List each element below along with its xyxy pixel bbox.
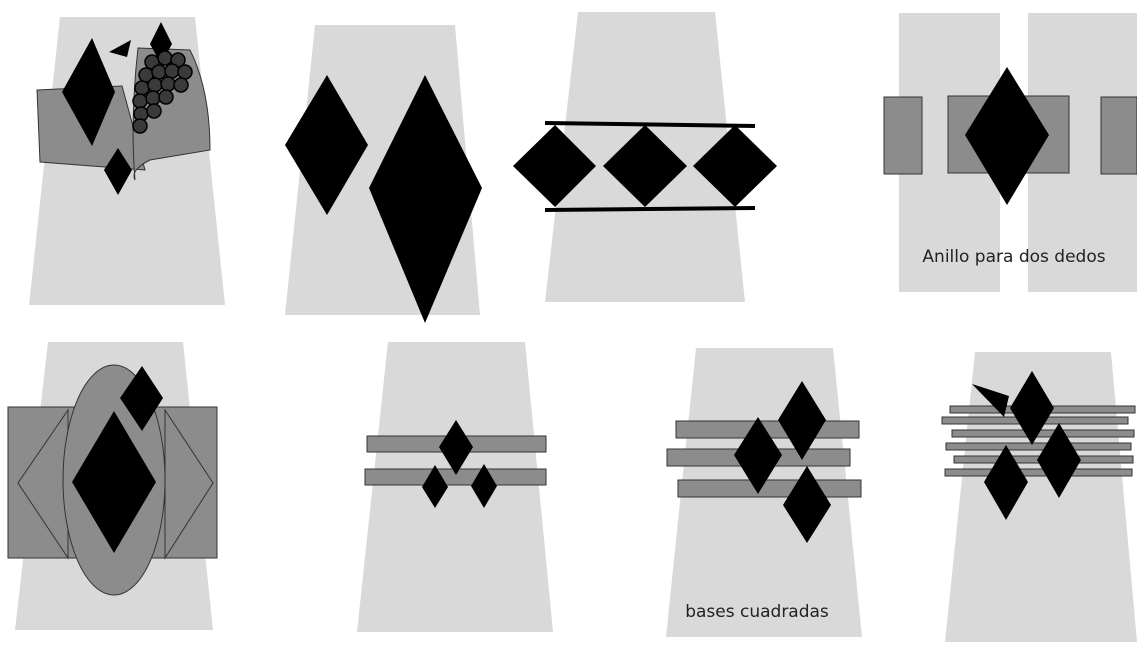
design-two-finger-ring: Anillo para dos dedos xyxy=(884,13,1137,292)
band-segment xyxy=(884,97,922,174)
design-double-diamond xyxy=(285,25,482,323)
finger-silhouette xyxy=(357,342,553,632)
design-square-bases: bases cuadradas xyxy=(666,348,862,637)
caption-square-bases: bases cuadradas xyxy=(685,602,829,622)
caption-two-finger-ring: Anillo para dos dedos xyxy=(922,247,1105,267)
rail-bottom xyxy=(545,208,755,210)
ring-band xyxy=(945,469,1132,476)
design-oval-setting xyxy=(8,342,217,630)
ring-band xyxy=(678,480,861,497)
design-double-band-trio xyxy=(357,342,553,632)
ring-band xyxy=(952,430,1134,437)
design-stacked-bands xyxy=(942,352,1137,642)
design-railed-triple-diamond xyxy=(513,12,777,302)
ring-band xyxy=(946,443,1131,450)
design-cluster-ring xyxy=(29,17,225,305)
band-segment xyxy=(1101,97,1137,174)
